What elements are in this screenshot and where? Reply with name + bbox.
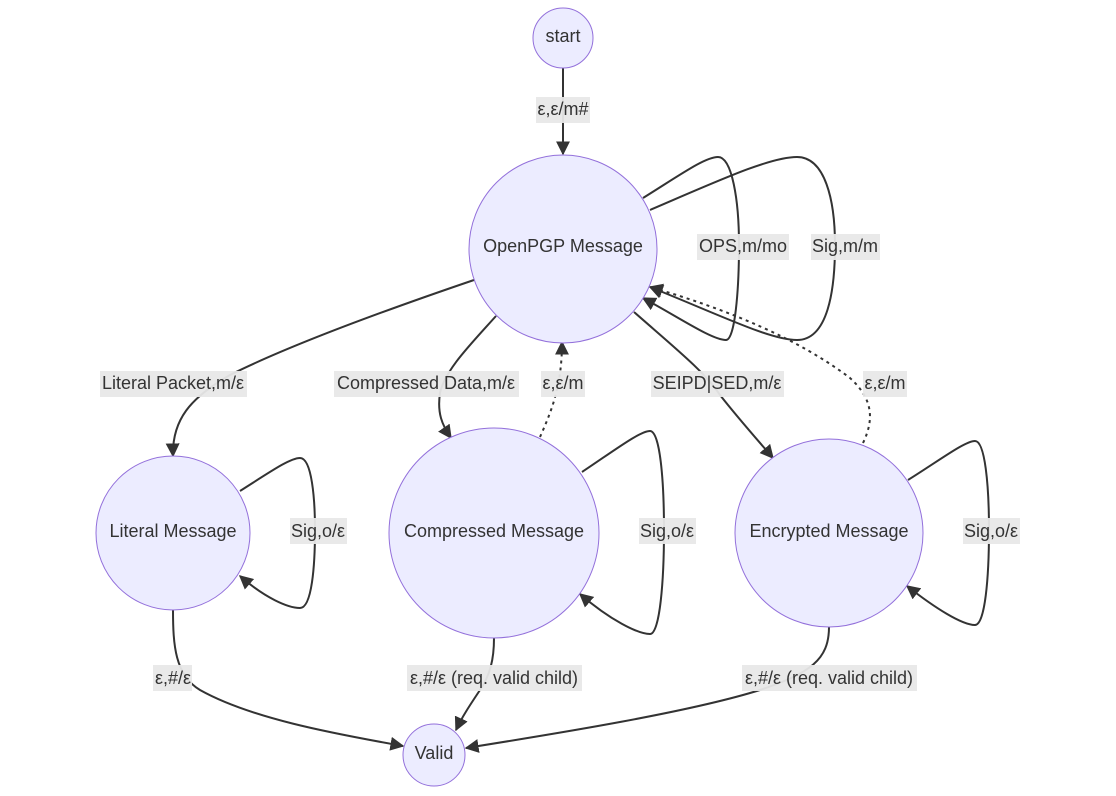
edge-label-start-to-openpgp: ε,ε/m# xyxy=(536,97,590,123)
svg-text:Sig,m/m: Sig,m/m xyxy=(812,236,878,256)
svg-text:ε,ε/m#: ε,ε/m# xyxy=(537,99,588,119)
edge-label-openpgp-to-compressed: Compressed Data,m/ε xyxy=(334,371,519,397)
edge-encrypted-to-openpgp xyxy=(648,283,871,444)
edge-label-compressed-to-openpgp: ε,ε/m xyxy=(541,371,585,397)
node-valid[interactable]: Valid xyxy=(402,723,466,787)
edge-literal-to-valid xyxy=(172,609,405,751)
svg-text:ε,ε/m: ε,ε/m xyxy=(542,373,583,393)
node-literal-message-label: Literal Message xyxy=(109,521,236,541)
edge-label-openpgp-sig-loop: Sig,m/m xyxy=(811,234,880,260)
edge-label-compressed-to-valid: ε,#/ε (req. valid child) xyxy=(407,665,582,691)
edge-label-literal-sig-loop: Sig,o/ε xyxy=(290,518,347,544)
edge-encrypted-to-valid xyxy=(464,626,830,753)
edge-label-encrypted-sig-loop: Sig,o/ε xyxy=(963,518,1020,544)
node-compressed-message[interactable]: Compressed Message xyxy=(388,427,600,639)
node-openpgp-message-label: OpenPGP Message xyxy=(483,236,643,256)
svg-text:Sig,o/ε: Sig,o/ε xyxy=(964,521,1018,541)
node-start[interactable]: start xyxy=(532,7,594,69)
svg-text:Compressed Data,m/ε: Compressed Data,m/ε xyxy=(337,373,515,393)
node-compressed-message-label: Compressed Message xyxy=(404,521,584,541)
svg-text:Sig,o/ε: Sig,o/ε xyxy=(640,521,694,541)
node-valid-label: Valid xyxy=(415,743,454,763)
svg-text:Literal Packet,m/ε: Literal Packet,m/ε xyxy=(102,373,244,393)
edge-openpgp-to-literal xyxy=(165,279,475,458)
svg-text:SEIPD|SED,m/ε: SEIPD|SED,m/ε xyxy=(653,373,782,393)
node-literal-message[interactable]: Literal Message xyxy=(95,455,251,611)
edge-label-literal-to-valid: ε,#/ε xyxy=(153,665,192,691)
edge-label-openpgp-ops-loop: OPS,m/mo xyxy=(697,234,789,260)
svg-text:ε,#/ε: ε,#/ε xyxy=(155,668,191,688)
edge-label-openpgp-to-encrypted: SEIPD|SED,m/ε xyxy=(651,371,784,397)
node-encrypted-message-label: Encrypted Message xyxy=(749,521,908,541)
svg-text:Sig,o/ε: Sig,o/ε xyxy=(291,521,345,541)
svg-text:ε,#/ε (req. valid child): ε,#/ε (req. valid child) xyxy=(410,668,578,688)
node-encrypted-message[interactable]: Encrypted Message xyxy=(734,438,924,628)
svg-text:ε,ε/m: ε,ε/m xyxy=(864,373,905,393)
svg-text:ε,#/ε (req. valid child): ε,#/ε (req. valid child) xyxy=(745,668,913,688)
edge-label-compressed-sig-loop: Sig,o/ε xyxy=(639,518,696,544)
edge-label-openpgp-to-literal: Literal Packet,m/ε xyxy=(100,371,247,397)
nodes: start OpenPGP Message Literal Message Co… xyxy=(95,7,924,787)
edge-label-encrypted-to-openpgp: ε,ε/m xyxy=(863,371,907,397)
node-openpgp-message[interactable]: OpenPGP Message xyxy=(468,154,658,344)
edge-labels: ε,ε/m# OPS,m/mo Sig,m/m Literal Packet,m… xyxy=(100,97,1020,691)
edge-label-encrypted-to-valid: ε,#/ε (req. valid child) xyxy=(742,665,917,691)
svg-text:OPS,m/mo: OPS,m/mo xyxy=(699,236,787,256)
node-start-label: start xyxy=(545,26,580,46)
